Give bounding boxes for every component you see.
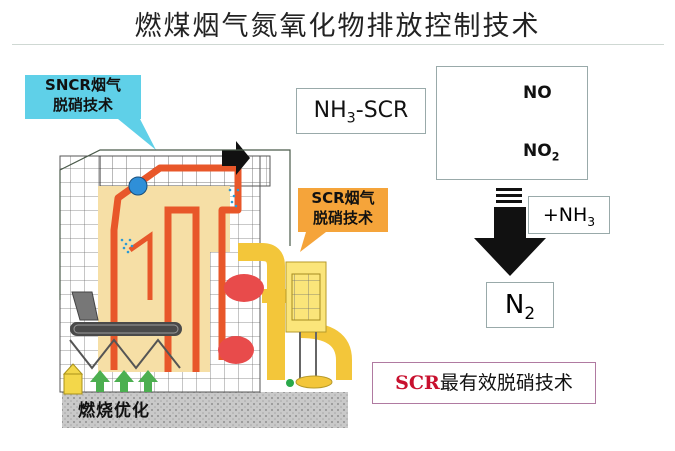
scr-callout-line2: 脱硝技术	[312, 209, 373, 227]
nitrogen-product-label: N2	[486, 282, 554, 328]
scr-callout-pointer	[300, 232, 326, 252]
air-heater-upper	[224, 274, 264, 302]
scr-callout-line1: SCR烟气	[311, 189, 375, 207]
sncr-callout: SNCR烟气 脱硝技术	[25, 75, 141, 119]
flue-duct	[238, 243, 285, 380]
coal-grate	[70, 322, 182, 336]
formula-suffix: -SCR	[355, 98, 409, 123]
ammonia-tank	[295, 375, 333, 389]
sncr-callout-line2: 脱硝技术	[52, 96, 113, 114]
formula-subscript: 3	[346, 110, 356, 127]
scr-callout: SCR烟气 脱硝技术	[298, 188, 388, 232]
combustion-optimization-label: 燃烧优化	[78, 401, 150, 421]
title-divider	[12, 44, 664, 45]
ammonia-reagent-label: +NH3	[528, 196, 610, 234]
product-subscript: 2	[524, 303, 536, 324]
no2-label: NO2	[523, 141, 559, 163]
air-heater-lower	[218, 336, 254, 364]
furnace-wall	[110, 164, 242, 370]
no2-prefix: NO	[523, 141, 552, 161]
coal-hopper	[71, 291, 99, 321]
sncr-callout-line1: SNCR烟气	[45, 76, 121, 94]
summary-box: SCR最有效脱硝技术	[372, 362, 596, 404]
summary-text: 最有效脱硝技术	[439, 372, 573, 394]
no2-subscript: 2	[551, 150, 560, 164]
product-prefix: N	[504, 290, 525, 320]
sncr-callout-pointer	[118, 119, 156, 150]
nh3-scr-label: NH3-SCR	[296, 88, 426, 134]
ash-silo	[63, 373, 83, 395]
reagent-subscript: 3	[587, 214, 596, 229]
formula-prefix: NH	[313, 98, 347, 123]
steam-drum	[128, 176, 148, 196]
sncr-spray	[120, 188, 240, 254]
no-label: NO	[523, 83, 552, 103]
nox-gases-box: NO NO2	[436, 66, 588, 180]
reagent-prefix: +NH	[542, 204, 588, 226]
summary-highlight: SCR	[395, 372, 440, 394]
combustion-air-arrows	[90, 370, 158, 392]
reaction-arrow	[474, 188, 546, 276]
page-title: 燃煤烟气氮氧化物排放控制技术	[134, 11, 541, 42]
